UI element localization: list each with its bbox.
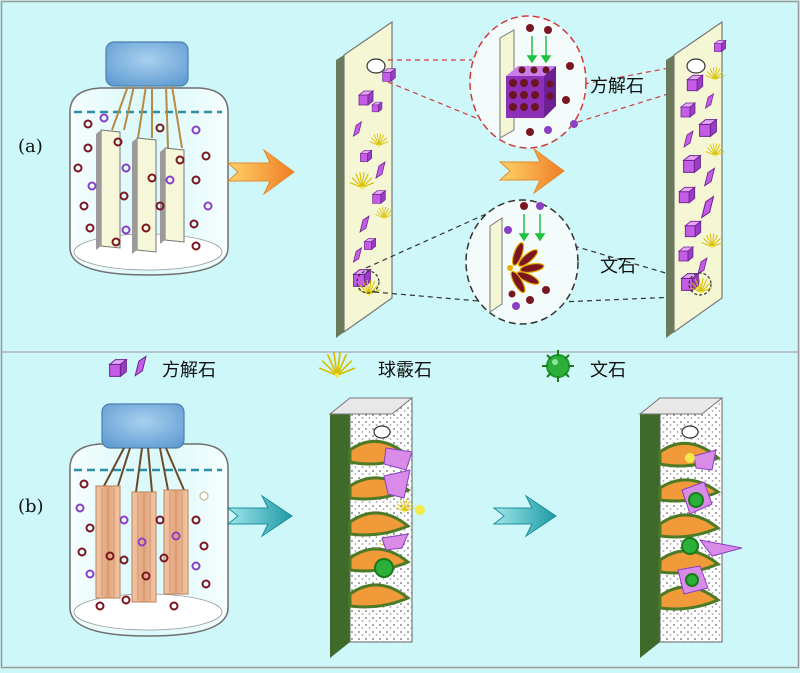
jar-lid [105,41,189,87]
jar-a [69,41,229,276]
zoom-callout-calcite [387,15,701,149]
legend-label-aragonite: 球霰石 [378,360,432,381]
legend: 方解石 球霰石 文石 [109,350,626,382]
jar-lid [101,403,185,449]
panel-b-label: (b) [18,496,44,517]
process-arrow-a2 [498,147,565,195]
glass-slides [96,129,185,254]
process-arrow-b1 [226,494,293,538]
wood-plate-intermediate [328,397,425,658]
process-arrow-b2 [492,494,557,538]
calcite-cube-icon [109,359,127,377]
slide-a-intermediate [336,20,396,338]
panel-a: (a) [18,15,726,338]
panel-b: (b) [18,397,743,658]
slide-a-final [666,20,726,338]
vaterite-rosette [507,242,545,294]
legend-label-vaterite: 文石 [590,360,626,381]
panel-a-label: (a) [18,136,43,157]
callout-label-vaterite: 文石 [600,256,636,277]
ions-a [73,113,213,251]
process-arrow-a1 [226,148,295,196]
jar-b [69,403,229,637]
zoom-callout-vaterite [365,199,701,325]
callout-label-calcite: 方解石 [590,76,644,97]
wood-plate-final [638,397,743,658]
ions-b [75,479,211,611]
vaterite-sphere-icon [542,350,574,382]
wood-slices [95,485,189,603]
legend-label-calcite: 方解石 [162,360,216,381]
